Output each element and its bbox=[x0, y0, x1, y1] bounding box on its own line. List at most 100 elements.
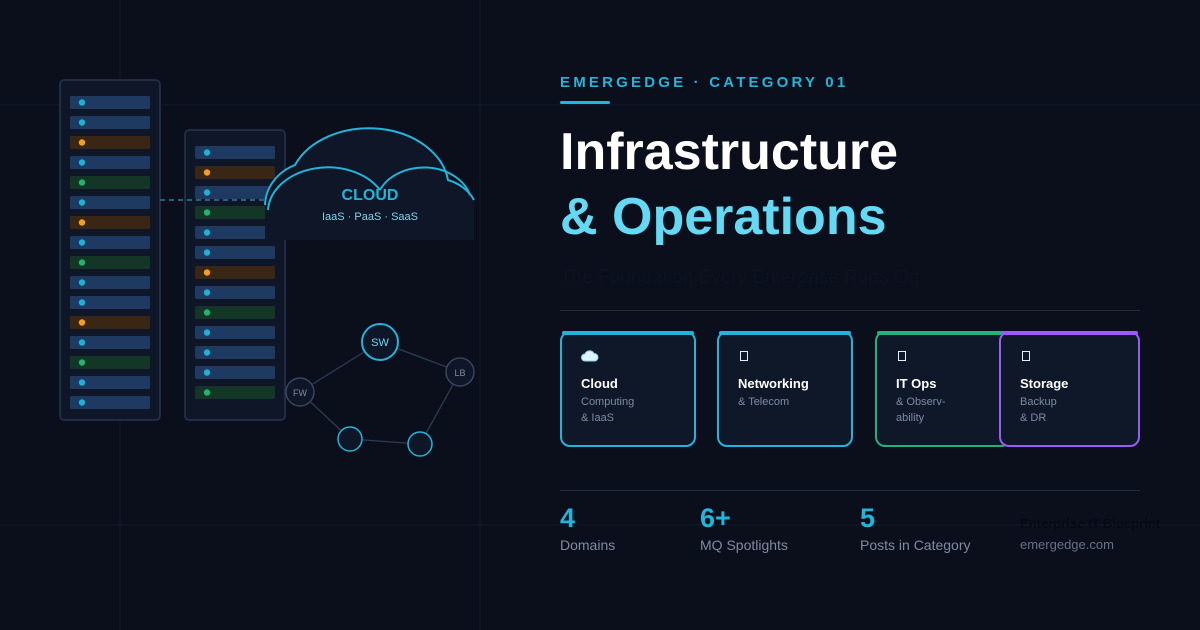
server-unit bbox=[195, 286, 275, 299]
status-led bbox=[78, 399, 86, 406]
card-description: Computing bbox=[581, 396, 635, 408]
server-unit bbox=[195, 246, 275, 259]
brand-url[interactable]: emergedge.com bbox=[1020, 537, 1114, 552]
server-unit bbox=[195, 266, 275, 279]
card-title: Networking bbox=[738, 376, 809, 391]
server-unit bbox=[70, 336, 150, 349]
card-accent-bar bbox=[719, 331, 851, 335]
server-unit bbox=[70, 376, 150, 389]
status-led bbox=[78, 119, 86, 126]
status-led bbox=[78, 279, 86, 286]
divider bbox=[560, 490, 1140, 491]
server-unit bbox=[195, 346, 275, 359]
switch-node bbox=[361, 323, 399, 361]
server-unit bbox=[195, 226, 275, 239]
server-unit bbox=[70, 196, 150, 209]
category-label: EMERGEDGE · CATEGORY 01 bbox=[560, 74, 849, 91]
server-unit bbox=[70, 156, 150, 169]
switch-node-label: SW bbox=[371, 337, 389, 349]
card-description: & Observ- bbox=[896, 396, 946, 408]
page-title-accent: & Operations bbox=[560, 188, 887, 246]
status-led bbox=[203, 289, 211, 296]
status-led bbox=[78, 159, 86, 166]
stat-domains-value: 4 bbox=[560, 503, 576, 533]
card-cloud[interactable]: Cloud Computing & IaaS bbox=[560, 331, 696, 447]
status-led bbox=[78, 359, 86, 366]
status-led bbox=[203, 169, 211, 176]
status-led bbox=[78, 99, 86, 106]
missing-glyph-icon bbox=[1022, 351, 1030, 361]
card-accent-bar bbox=[1001, 331, 1138, 335]
server-unit bbox=[70, 176, 150, 189]
card-description: Backup bbox=[1020, 396, 1057, 408]
status-led bbox=[203, 389, 211, 396]
server-unit bbox=[195, 146, 275, 159]
card-it-ops[interactable]: IT Ops & Observ- ability bbox=[875, 331, 1011, 447]
missing-glyph-icon bbox=[740, 351, 748, 361]
cloud-icon bbox=[581, 350, 599, 362]
load-balancer-node bbox=[445, 357, 475, 387]
status-led bbox=[78, 139, 86, 146]
server-unit bbox=[195, 306, 275, 319]
server-unit bbox=[195, 166, 275, 179]
category-underline bbox=[560, 101, 610, 104]
status-led bbox=[78, 319, 86, 326]
status-led bbox=[203, 329, 211, 336]
server-unit bbox=[70, 256, 150, 269]
card-accent-bar bbox=[877, 331, 1009, 335]
status-led bbox=[203, 249, 211, 256]
status-led bbox=[78, 219, 86, 226]
server-unit bbox=[70, 116, 150, 129]
card-description: & IaaS bbox=[581, 412, 615, 424]
cloud-shape bbox=[264, 127, 475, 240]
status-led bbox=[203, 349, 211, 356]
status-led bbox=[203, 229, 211, 236]
stat-posts-label: Posts in Category bbox=[860, 537, 971, 553]
card-networking[interactable]: Networking & Telecom bbox=[717, 331, 853, 447]
card-title: IT Ops bbox=[896, 376, 937, 391]
status-led bbox=[203, 209, 211, 216]
network-node bbox=[407, 431, 433, 457]
server-unit bbox=[70, 296, 150, 309]
server-unit bbox=[70, 96, 150, 109]
status-led bbox=[78, 239, 86, 246]
status-led bbox=[203, 149, 211, 156]
card-description: ability bbox=[896, 412, 925, 424]
server-unit bbox=[195, 366, 275, 379]
brand-name: Enterprise IT Blueprint bbox=[1020, 516, 1161, 531]
status-led bbox=[78, 299, 86, 306]
card-title: Cloud bbox=[581, 376, 618, 391]
server-unit bbox=[195, 206, 275, 219]
status-led bbox=[78, 339, 86, 346]
card-description: & Telecom bbox=[738, 396, 790, 408]
firewall-node bbox=[285, 377, 315, 407]
status-led bbox=[78, 179, 86, 186]
server-unit bbox=[195, 386, 275, 399]
server-unit bbox=[70, 236, 150, 249]
status-led bbox=[203, 309, 211, 316]
status-led bbox=[203, 189, 211, 196]
card-accent-bar bbox=[562, 331, 694, 335]
card-storage[interactable]: Storage Backup & DR bbox=[999, 331, 1140, 447]
missing-glyph-icon bbox=[898, 351, 906, 361]
cloud-label: CLOUD bbox=[342, 187, 399, 204]
divider bbox=[560, 310, 1140, 311]
server-unit bbox=[70, 396, 150, 409]
card-title: Storage bbox=[1020, 376, 1069, 391]
server-unit bbox=[195, 326, 275, 339]
server-unit bbox=[70, 276, 150, 289]
load-balancer-node-label: LB bbox=[454, 368, 465, 378]
infrastructure-illustration: CLOUD IaaS · PaaS · SaaS SW LB FW bbox=[59, 79, 475, 457]
server-unit bbox=[195, 186, 275, 199]
status-led bbox=[78, 259, 86, 266]
server-unit bbox=[70, 356, 150, 369]
stat-spotlights-label: MQ Spotlights bbox=[700, 537, 788, 553]
status-led bbox=[203, 269, 211, 276]
server-unit bbox=[70, 216, 150, 229]
stat-domains-label: Domains bbox=[560, 537, 616, 553]
server-unit bbox=[70, 316, 150, 329]
card-description: & DR bbox=[1020, 412, 1047, 424]
firewall-node-label: FW bbox=[293, 388, 307, 398]
stat-spotlights-value: 6+ bbox=[700, 503, 731, 533]
page-title: Infrastructure bbox=[560, 123, 899, 181]
